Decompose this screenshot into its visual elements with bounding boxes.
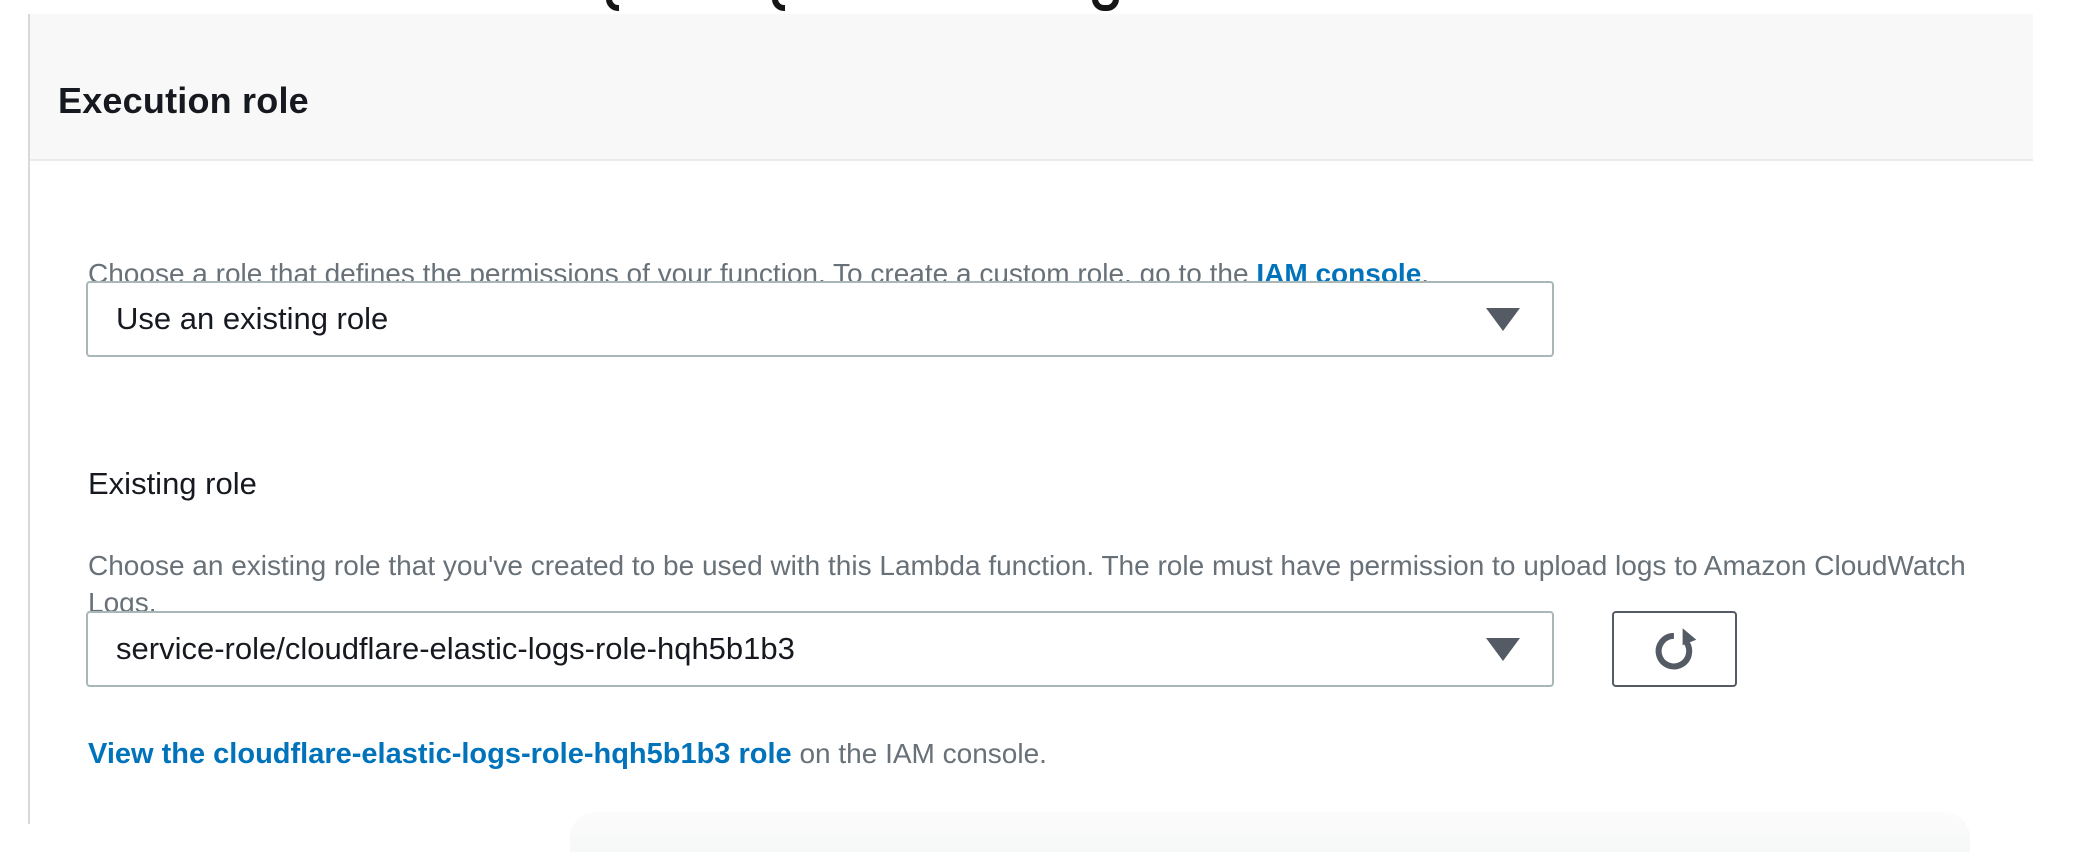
panel-header-divider bbox=[30, 159, 2033, 161]
panel-left-border bbox=[28, 14, 30, 824]
view-role-suffix: on the IAM console. bbox=[791, 738, 1047, 769]
existing-role-description: Choose an existing role that you've crea… bbox=[88, 550, 1966, 618]
bottom-panel-edge bbox=[570, 812, 1970, 852]
role-type-select-value: Use an existing role bbox=[116, 301, 389, 336]
existing-role-label: Existing role bbox=[88, 466, 257, 501]
role-type-select[interactable]: Use an existing role bbox=[86, 281, 1554, 357]
existing-role-select[interactable]: service-role/cloudflare-elastic-logs-rol… bbox=[86, 611, 1554, 687]
refresh-roles-button[interactable] bbox=[1612, 611, 1737, 687]
intro-text-period: . bbox=[1421, 258, 1430, 289]
refresh-icon bbox=[1655, 628, 1696, 670]
chevron-down-icon bbox=[1486, 638, 1520, 661]
existing-role-select-value: service-role/cloudflare-elastic-logs-rol… bbox=[116, 631, 795, 666]
chevron-down-icon bbox=[1486, 308, 1520, 331]
clipped-text-fragment bbox=[606, 0, 619, 11]
panel-header bbox=[30, 14, 2033, 159]
panel-title: Execution role bbox=[58, 79, 309, 121]
clipped-text-fragment bbox=[772, 0, 785, 11]
clipped-text-fragment bbox=[1092, 0, 1119, 11]
view-role-line: View the cloudflare-elastic-logs-role-hq… bbox=[88, 734, 1047, 774]
view-role-link[interactable]: View the cloudflare-elastic-logs-role-hq… bbox=[88, 738, 792, 770]
